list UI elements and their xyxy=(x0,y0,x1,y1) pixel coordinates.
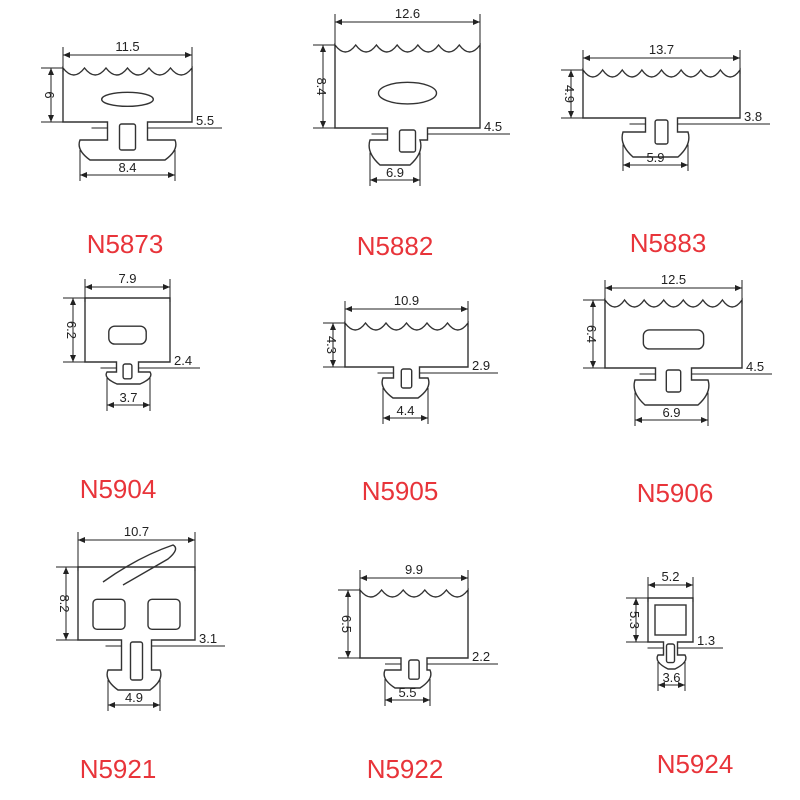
oval-hole xyxy=(377,81,438,105)
stem-slot xyxy=(665,643,676,664)
seal-outline xyxy=(582,67,741,158)
base-dimension: 3.6 xyxy=(662,670,680,685)
arrowhead-icon xyxy=(623,162,688,168)
side-dimension: 2.4 xyxy=(174,353,192,368)
height-dimension: 6.5 xyxy=(339,615,354,633)
square-hole xyxy=(654,604,687,636)
width-dimension: 9.9 xyxy=(405,562,423,577)
model-label: N5904 xyxy=(80,474,157,504)
width-dimension: 12.5 xyxy=(661,272,686,287)
rect-hole xyxy=(108,325,147,345)
width-dimension: 5.2 xyxy=(661,569,679,584)
side-dimension: 2.9 xyxy=(472,358,490,373)
stem-slot xyxy=(129,641,144,681)
model-label: N5883 xyxy=(630,228,707,258)
base-dimension: 4.4 xyxy=(396,403,414,418)
width-dimension: 10.7 xyxy=(124,524,149,539)
base-dimension: 3.7 xyxy=(119,390,137,405)
base-dimension: 8.4 xyxy=(118,160,136,175)
stem-slot xyxy=(400,368,413,389)
model-label: N5882 xyxy=(357,231,434,261)
seal-outline xyxy=(604,297,743,406)
base-dimension: 6.9 xyxy=(386,165,404,180)
model-label: N5873 xyxy=(87,229,164,259)
oval-hole xyxy=(100,91,154,108)
height-dimension: 5.3 xyxy=(627,611,642,629)
rect-hole xyxy=(92,598,126,631)
base-dimension: 6.9 xyxy=(662,405,680,420)
arrowhead-icon xyxy=(70,298,76,362)
arrowhead-icon xyxy=(345,590,351,658)
lip-flap xyxy=(102,544,177,586)
width-dimension: 10.9 xyxy=(394,293,419,308)
width-dimension: 7.9 xyxy=(118,271,136,286)
side-dimension: 1.3 xyxy=(697,633,715,648)
height-dimension: 8.2 xyxy=(57,594,72,612)
height-dimension: 4.9 xyxy=(562,85,577,103)
seal-outline xyxy=(359,587,469,689)
side-dimension: 4.5 xyxy=(746,359,764,374)
stem-slot xyxy=(665,369,682,393)
stem-slot xyxy=(408,659,420,680)
side-dimension: 4.5 xyxy=(484,119,502,134)
seal-outline xyxy=(344,320,469,399)
side-dimension: 3.1 xyxy=(199,631,217,646)
model-label: N5922 xyxy=(367,754,444,784)
stem-slot xyxy=(118,123,137,151)
model-label: N5921 xyxy=(80,754,157,784)
model-label: N5924 xyxy=(657,749,734,779)
width-dimension: 11.5 xyxy=(115,39,139,54)
stem-slot xyxy=(654,119,669,145)
model-label: N5906 xyxy=(637,478,714,508)
side-dimension: 5.5 xyxy=(196,113,214,128)
height-dimension: 6 xyxy=(42,91,57,98)
seal-outline xyxy=(334,42,481,166)
model-label: N5905 xyxy=(362,476,439,506)
rect-hole xyxy=(147,598,181,631)
height-dimension: 6.4 xyxy=(584,325,599,343)
base-dimension: 4.9 xyxy=(125,690,143,705)
seal-outline xyxy=(77,566,196,691)
height-dimension: 8.4 xyxy=(314,77,329,95)
width-dimension: 13.7 xyxy=(649,42,674,57)
arrowhead-icon xyxy=(590,300,596,368)
seal-outline xyxy=(84,297,171,385)
arrowhead-icon xyxy=(658,682,685,688)
side-dimension: 2.2 xyxy=(472,649,490,664)
base-dimension: 5.9 xyxy=(646,150,664,165)
stem-slot xyxy=(122,363,133,380)
height-dimension: 6.2 xyxy=(64,321,79,339)
width-dimension: 12.6 xyxy=(395,6,420,21)
rect-hole xyxy=(642,329,705,350)
stem-slot xyxy=(398,129,417,153)
seal-outline xyxy=(647,597,694,670)
seal-outline xyxy=(62,65,193,161)
side-dimension: 3.8 xyxy=(744,109,762,124)
height-dimension: 4.3 xyxy=(324,336,339,354)
base-dimension: 5.5 xyxy=(398,685,416,700)
